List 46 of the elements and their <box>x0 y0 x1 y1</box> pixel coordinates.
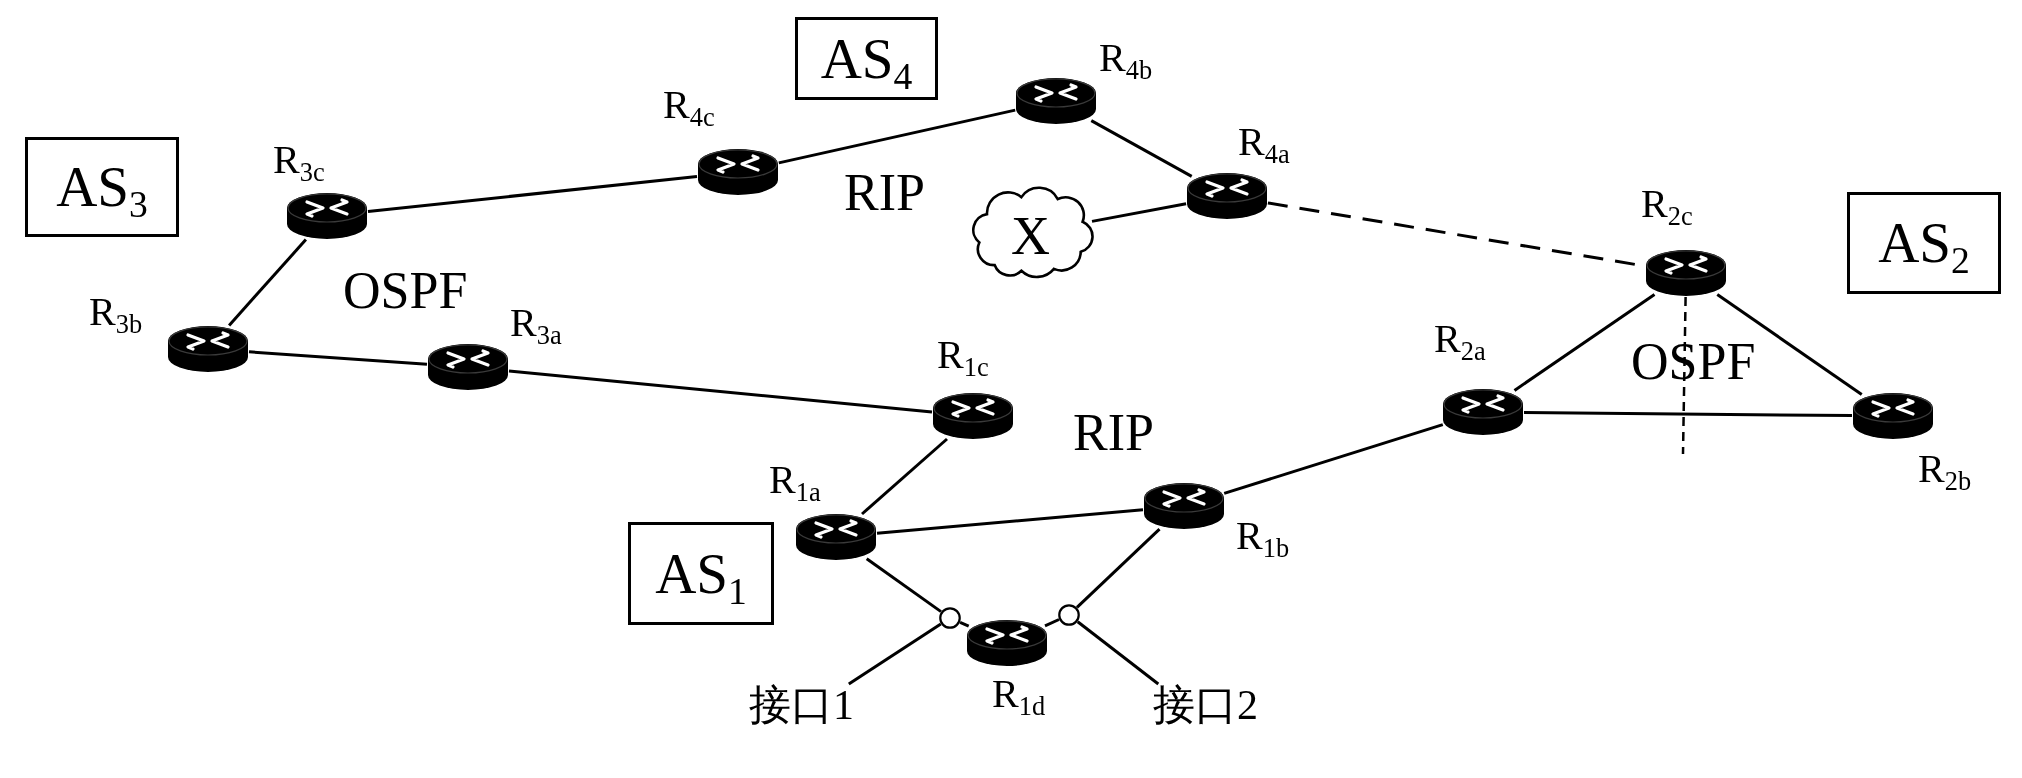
router-label: R$_{1b}$ <box>1236 516 1290 556</box>
router-label: R$_{4a}$ <box>1238 122 1290 162</box>
cloud-label: X <box>1011 209 1050 264</box>
link-line <box>367 174 698 214</box>
link-line <box>1075 528 1161 609</box>
ring-icon <box>1058 604 1080 626</box>
router-label: R$_{4c}$ <box>663 85 715 125</box>
router-label: R$_{3a}$ <box>510 303 562 343</box>
router-label: R$_{1c}$ <box>937 335 989 375</box>
leader-line <box>848 622 942 686</box>
link-line <box>228 238 307 327</box>
link-line <box>1716 293 1863 396</box>
link-line <box>861 437 948 516</box>
router-label: R$_{1d}$ <box>992 674 1046 714</box>
ring-icon <box>939 607 961 629</box>
link-line <box>1223 423 1444 495</box>
link-line <box>508 369 933 414</box>
link-line <box>778 108 1016 165</box>
link-line <box>248 350 428 366</box>
link-line <box>865 557 942 613</box>
protocol-label: RIP <box>844 167 925 219</box>
interface-label: 接口1 <box>749 684 854 726</box>
leader-line <box>1076 620 1160 686</box>
dashed-line <box>1681 296 1687 455</box>
link-line <box>1091 202 1187 223</box>
router-label: R$_{4b}$ <box>1099 38 1153 78</box>
interface-label: 接口2 <box>1153 684 1258 726</box>
router-label: R$_{3b}$ <box>89 292 143 332</box>
link-line <box>1090 119 1193 178</box>
as-label-box: AS$_{4}$ <box>795 17 938 100</box>
link-line <box>959 621 970 628</box>
as-label-box: AS$_{3}$ <box>25 137 179 237</box>
link-line <box>1524 410 1852 418</box>
router-label: R$_{1a}$ <box>769 460 821 500</box>
protocol-label: OSPF <box>1631 336 1756 388</box>
as-label-box: AS$_{2}$ <box>1847 192 2001 294</box>
link-line <box>1044 618 1060 628</box>
link-line <box>1513 293 1656 392</box>
as-label-box: AS$_{1}$ <box>628 522 774 625</box>
router-label: R$_{2a}$ <box>1434 319 1486 359</box>
link-line <box>876 508 1144 535</box>
protocol-label: RIP <box>1073 407 1154 459</box>
router-label: R$_{2b}$ <box>1918 449 1972 489</box>
router-label: R$_{2c}$ <box>1641 184 1693 224</box>
protocol-label: OSPF <box>343 265 468 317</box>
router-label: R$_{3c}$ <box>273 140 325 180</box>
